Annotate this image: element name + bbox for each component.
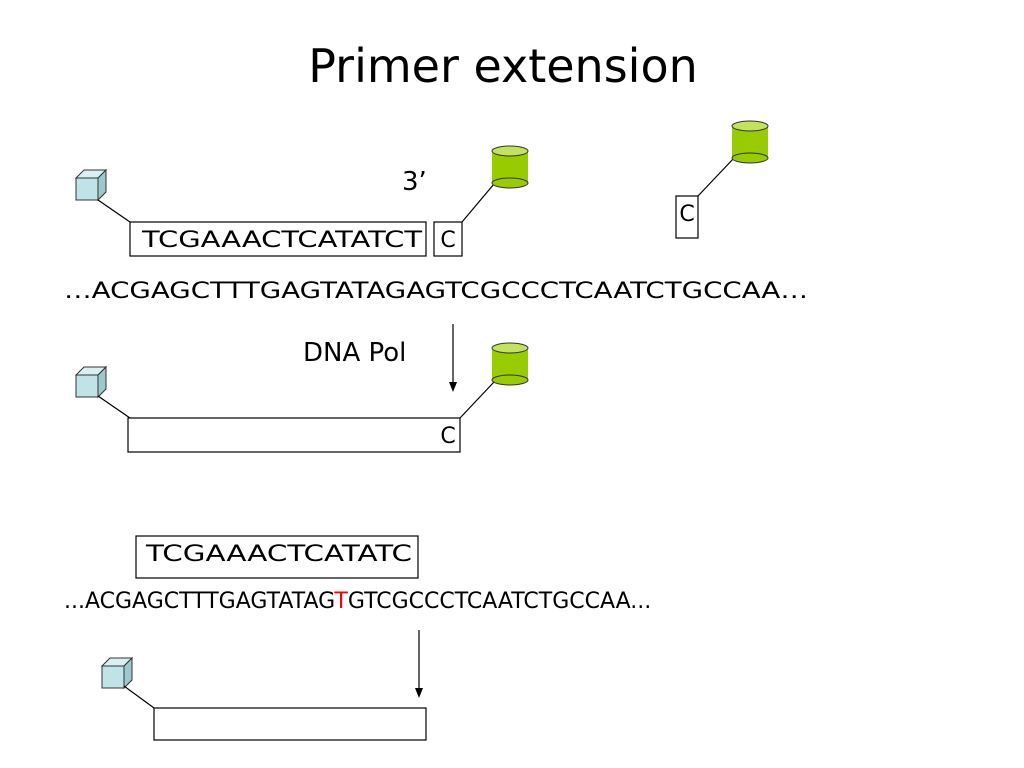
page-title: Primer extension — [308, 39, 698, 93]
template-sequence-2: ...ACGAGCTTTGAGTATAGTGTCGCCCTCAATCTGCCAA… — [64, 589, 651, 614]
cube-linker-line — [97, 199, 131, 223]
primer-sequence-2: TCGAAACTCATATC — [145, 542, 412, 567]
template-variant-base: T — [333, 589, 348, 614]
ddntp-base-box — [433, 221, 463, 257]
primer-box — [129, 221, 427, 257]
arrow-down-icon — [449, 324, 457, 392]
arrow-down-icon — [415, 630, 423, 698]
cube-linker-line — [123, 685, 155, 709]
ddntp-base: C — [440, 228, 455, 253]
template-prefix: ...ACGAGCTTTGAGTATAG — [64, 589, 334, 614]
enzyme-label: DNA Pol — [303, 338, 406, 368]
free-ddntp-base: C — [679, 202, 694, 227]
cube-linker-line — [97, 395, 131, 419]
primer-box-2 — [135, 535, 419, 579]
fluorophore-cube-icon — [101, 657, 133, 689]
fluorophore-cube-icon — [75, 366, 107, 398]
template-suffix: GTCGCCCTCAATCTGCCAA... — [348, 589, 651, 614]
primer-sequence: TCGAAACTCATATCT — [141, 228, 423, 253]
ddntp-linker-line — [461, 183, 495, 223]
free-ddntp-box — [675, 195, 699, 239]
template-sequence: …ACGAGCTTTGAGTATAGAGTCGCCCTCAATCTGCCAA… — [64, 279, 808, 304]
three-prime-label: 3’ — [402, 167, 427, 197]
fluorophore-cube-icon — [75, 169, 107, 201]
free-ddntp-linker-line — [697, 157, 735, 197]
ddntp-linker-line — [459, 381, 495, 419]
empty-primer-box — [153, 707, 427, 741]
ddntp-cylinder-icon — [491, 145, 529, 189]
extended-primer-box — [127, 417, 461, 453]
ddntp-cylinder-icon — [491, 342, 529, 386]
ddntp-cylinder-icon — [731, 120, 769, 164]
extended-base: C — [440, 424, 455, 449]
